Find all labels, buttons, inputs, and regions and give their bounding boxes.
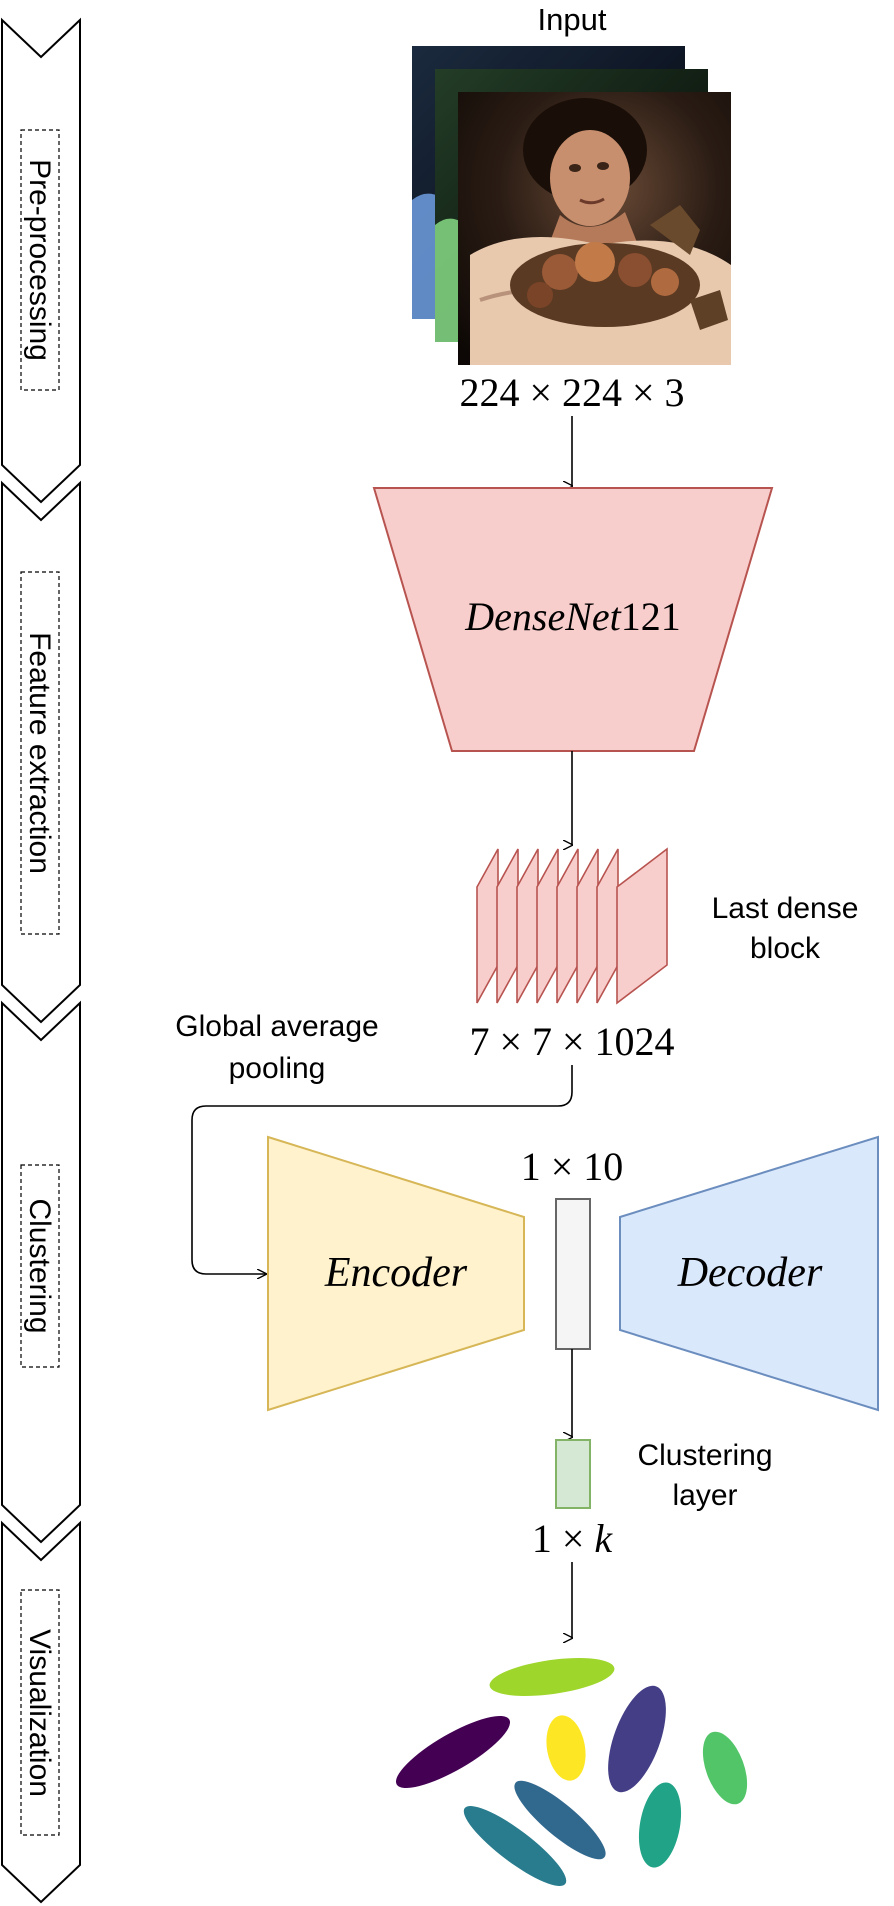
stage-pre-processing: Pre-processing <box>0 17 81 504</box>
clustering-label-line1: Clustering <box>637 1439 772 1472</box>
encoder: Encoder <box>267 1135 525 1412</box>
cluster-blob <box>546 1715 586 1781</box>
cluster-blob <box>395 1715 511 1789</box>
densenet-backbone: DenseNet121 <box>372 487 774 752</box>
stage-chevrons: Pre-processing Feature extraction Cluste… <box>0 17 81 1904</box>
cluster-blob <box>702 1731 748 1805</box>
cluster-blob <box>489 1658 615 1696</box>
stage-feature-extraction: Feature extraction <box>0 480 81 1024</box>
encoder-label: Encoder <box>324 1250 468 1296</box>
stage-label: Visualization <box>23 1629 56 1797</box>
stage-label: Feature extraction <box>23 632 56 874</box>
arrow-pooling-to-encoder <box>191 1065 573 1274</box>
stage-label: Pre-processing <box>23 159 56 361</box>
cluster-blob <box>463 1805 567 1887</box>
stage-visualization: Visualization <box>0 1520 81 1904</box>
input-image-stack: 224 × 224 × 3 <box>412 46 731 415</box>
cluster-blob <box>638 1782 682 1868</box>
cluster-scatter <box>395 1658 748 1887</box>
decoder: Decoder <box>619 1135 879 1412</box>
cluster-blob <box>608 1685 666 1793</box>
backbone-suffix: 121 <box>621 594 681 639</box>
svg-text:DenseNet121: DenseNet121 <box>464 594 681 639</box>
backbone-name: DenseNet <box>464 594 621 639</box>
stage-label: Clustering <box>23 1198 56 1333</box>
stage-clustering: Clustering <box>0 1000 81 1544</box>
feature-dimensions: 7 × 7 × 1024 <box>469 1019 674 1064</box>
latent-vector <box>555 1198 591 1350</box>
input-dimensions: 224 × 224 × 3 <box>459 370 684 415</box>
latent-dimensions: 1 × 10 <box>521 1144 624 1189</box>
feature-map-stack <box>476 847 668 1005</box>
clustering-label-line2: layer <box>672 1479 737 1512</box>
input-title: Input <box>538 2 607 37</box>
feature-label-line1: Last dense <box>712 892 859 925</box>
clustering-dims-prefix: 1 × <box>532 1516 595 1561</box>
feature-label-line2: block <box>750 932 821 965</box>
pooling-label-line2: pooling <box>229 1052 326 1085</box>
input-channel-painting <box>458 92 731 365</box>
pooling-label-line1: Global average <box>175 1010 378 1043</box>
clustering-dims-var: k <box>594 1516 613 1561</box>
clustering-layer <box>555 1439 591 1509</box>
decoder-label: Decoder <box>677 1250 823 1296</box>
clustering-dimensions: 1 × k <box>532 1516 614 1561</box>
cluster-blob <box>514 1780 606 1860</box>
